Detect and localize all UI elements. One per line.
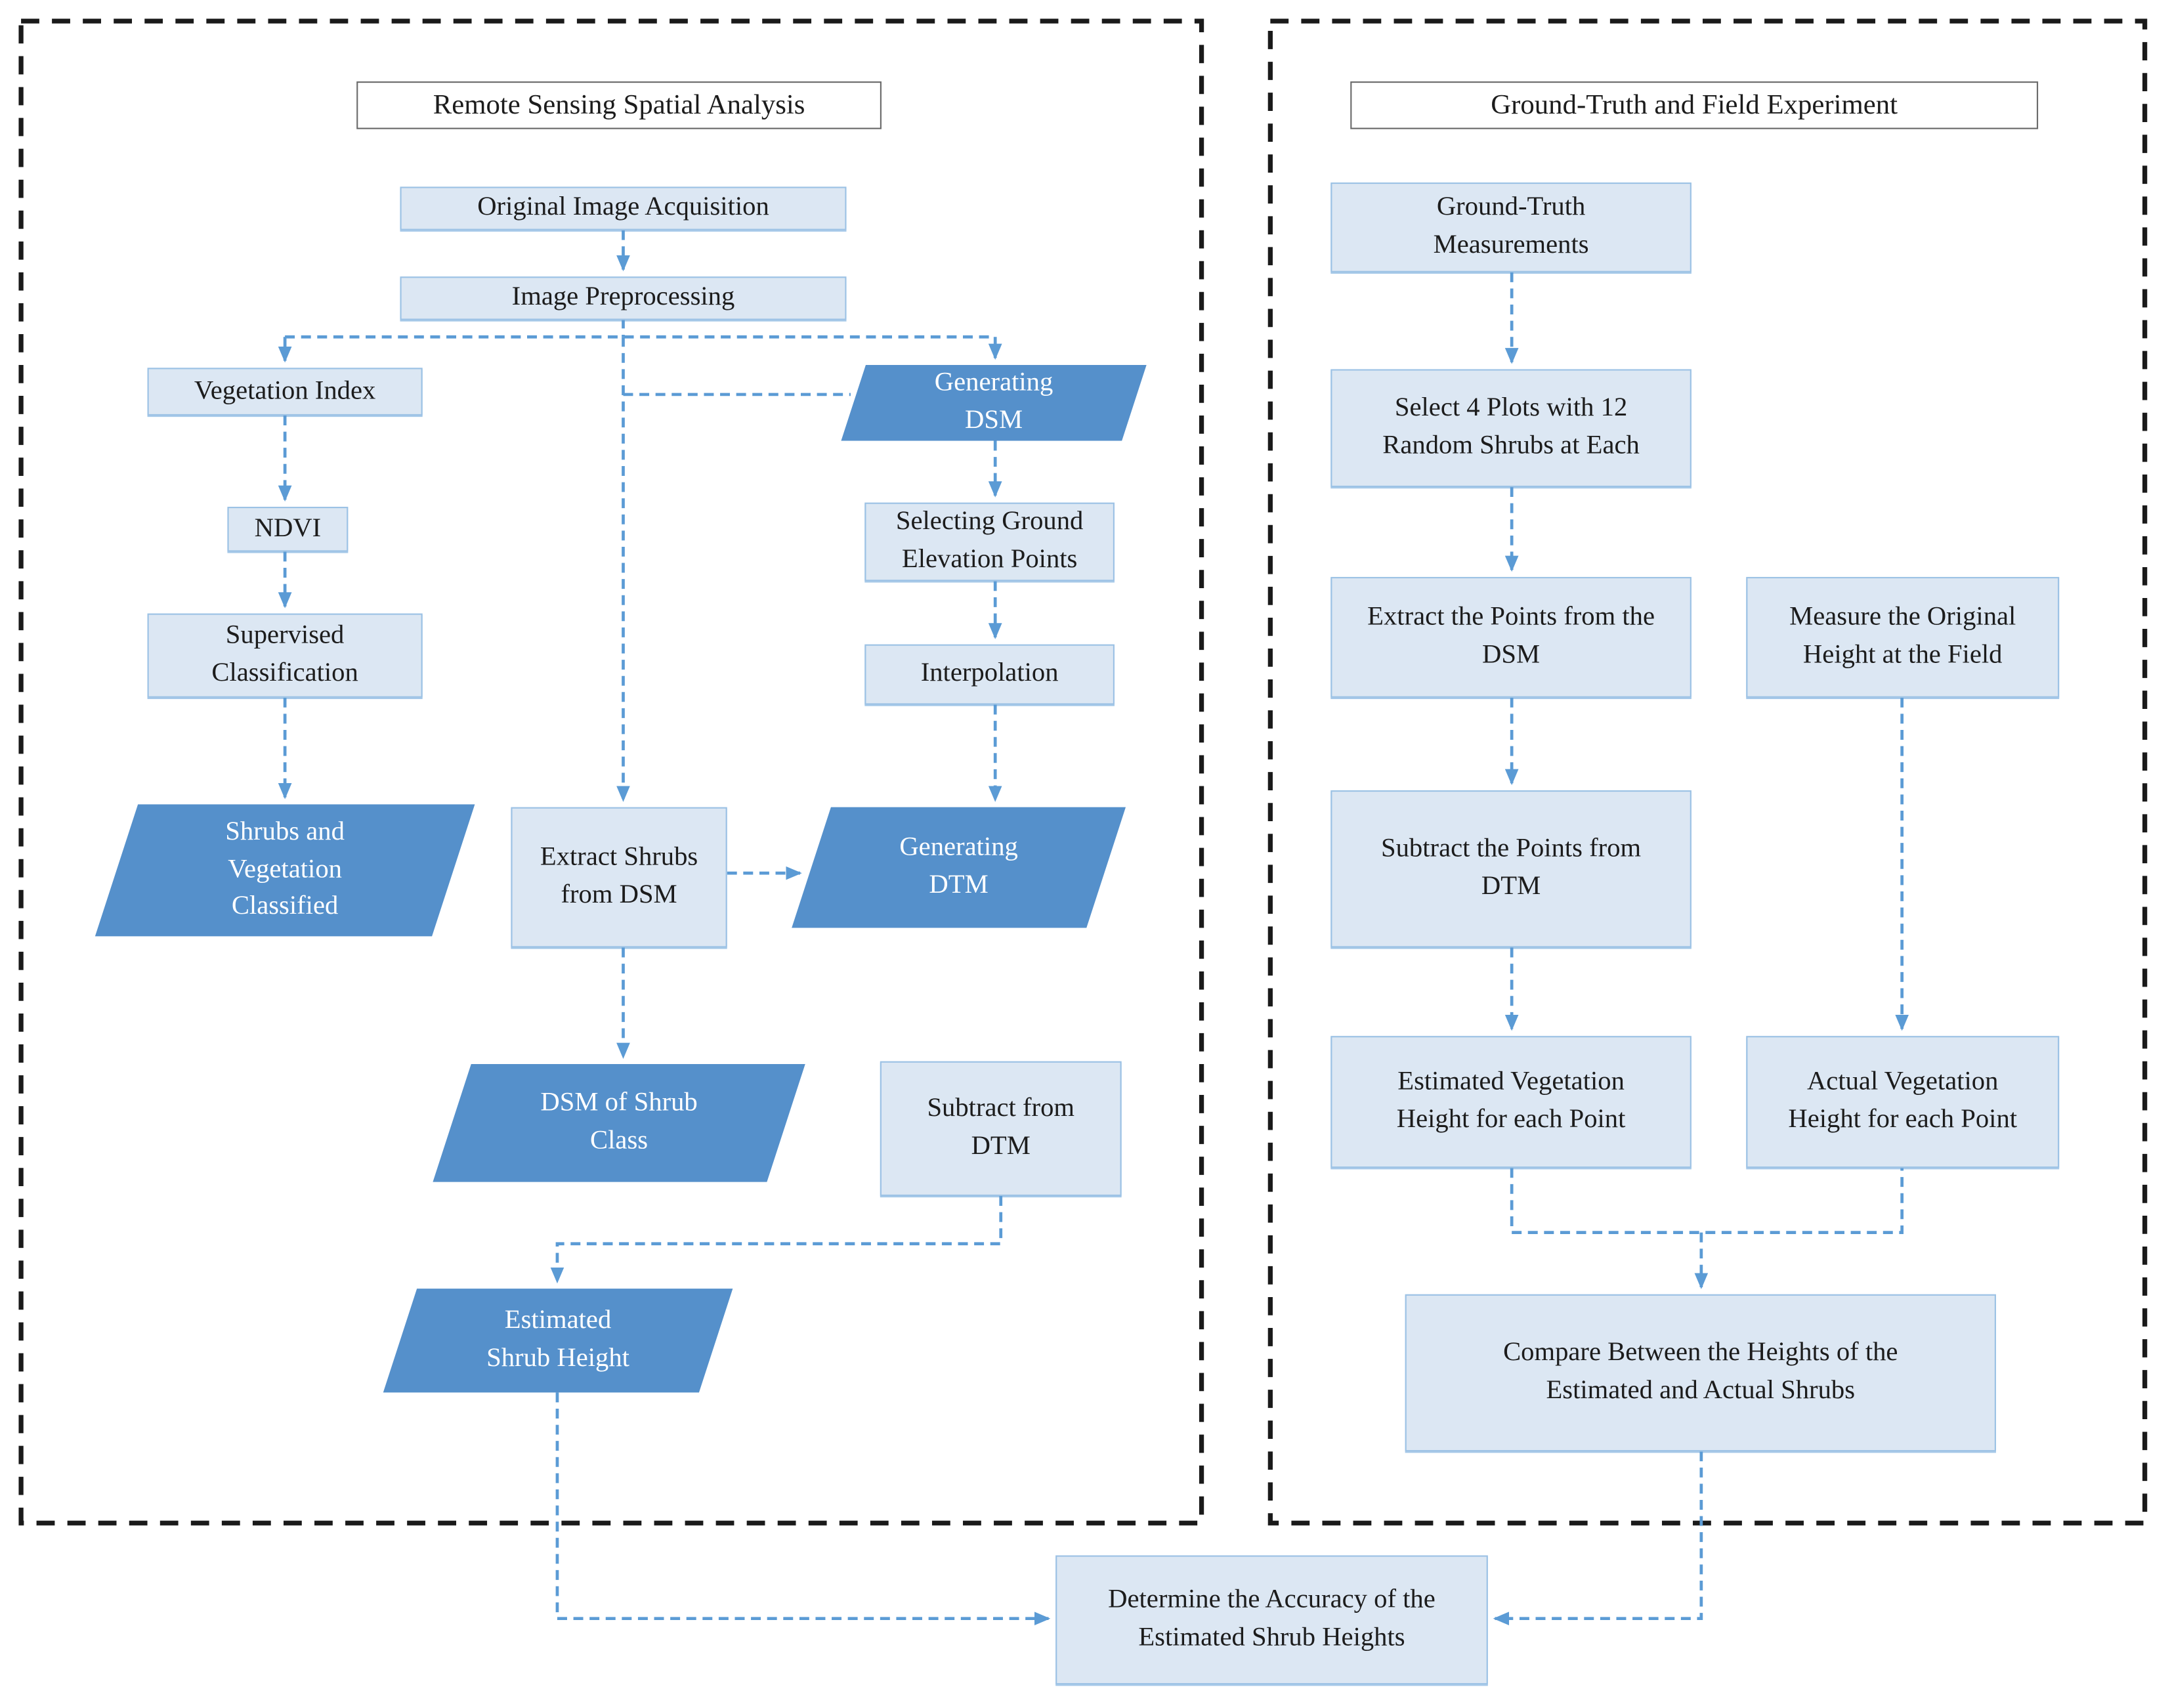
parallelogram-label: Estimated Shrub Height	[486, 1306, 629, 1373]
right-panel-title: Ground-Truth and Field Experiment	[1350, 81, 2039, 129]
node-interpolation: Interpolation	[864, 644, 1115, 705]
left-panel-border	[18, 18, 1204, 1526]
node-actual-vegetation-height: Actual Vegetation Height for each Point	[1746, 1036, 2060, 1168]
connector-merge-bar	[1510, 1168, 1904, 1234]
node-selecting-ground-elevation-points: Selecting Ground Elevation Points	[864, 502, 1115, 582]
node-image-preprocessing: Image Preprocessing	[400, 276, 847, 320]
connector-compare-to-determine	[1493, 1451, 1703, 1626]
left-panel-title: Remote Sensing Spatial Analysis	[356, 81, 882, 129]
parallelogram-label: Generating DTM	[899, 832, 1018, 900]
node-generating-dsm: Generating DSM	[841, 365, 1147, 441]
node-subtract-from-dtm: Subtract from DTM	[880, 1061, 1122, 1197]
node-vegetation-index: Vegetation Index	[147, 368, 423, 416]
parallelogram-label: Generating DSM	[934, 368, 1053, 435]
parallelogram-label: Shrubs and Vegetation Classified	[225, 817, 345, 922]
node-dsm-of-shrub-class: DSM of Shrub Class	[433, 1063, 805, 1182]
node-extract-points-from-dsm: Extract the Points from the DSM	[1330, 576, 1691, 698]
node-compare-heights: Compare Between the Heights of the Estim…	[1405, 1294, 1996, 1452]
connector-estimated-height-to-determine	[555, 1392, 1051, 1626]
node-select-4-plots: Select 4 Plots with 12 Random Shrubs at …	[1330, 369, 1691, 488]
node-original-image-acquisition: Original Image Acquisition	[400, 186, 847, 230]
connector-subtract-to-estimated-height	[550, 1196, 1003, 1284]
node-determine-accuracy: Determine the Accuracy of the Estimated …	[1055, 1555, 1488, 1685]
node-shrubs-vegetation-classified: Shrubs and Vegetation Classified	[95, 804, 475, 937]
node-estimated-vegetation-height: Estimated Vegetation Height for each Poi…	[1330, 1036, 1691, 1168]
parallelogram-label: DSM of Shrub Class	[540, 1088, 698, 1155]
node-extract-shrubs-from-dsm: Extract Shrubs from DSM	[511, 807, 727, 948]
node-subtract-points-from-dtm: Subtract the Points from DTM	[1330, 790, 1691, 948]
node-estimated-shrub-height: Estimated Shrub Height	[383, 1289, 733, 1393]
node-generating-dtm: Generating DTM	[792, 807, 1126, 928]
node-supervised-classification: Supervised Classification	[147, 613, 423, 698]
node-ndvi: NDVI	[227, 506, 349, 552]
node-measure-original-height: Measure the Original Height at the Field	[1746, 576, 2060, 698]
node-ground-truth-measurements: Ground-Truth Measurements	[1330, 182, 1691, 272]
